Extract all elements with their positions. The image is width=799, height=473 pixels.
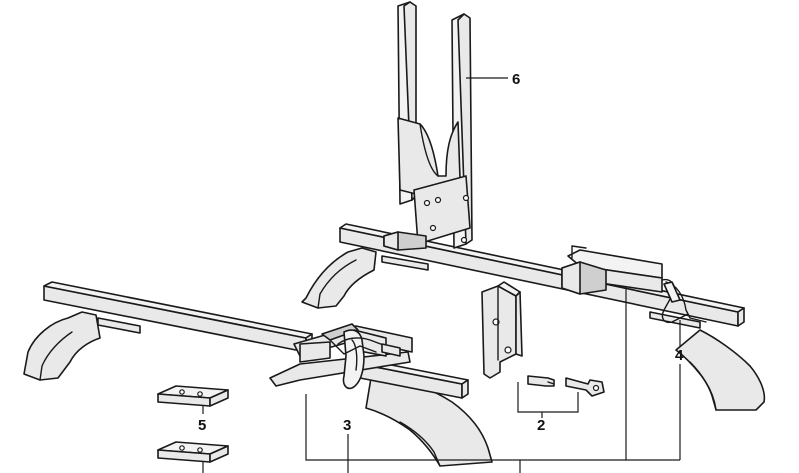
rubber-pad-lower [157,441,229,463]
callout-4: 4 [675,347,684,364]
lock-unit [561,245,707,324]
callout-2: 2 [537,417,545,434]
upright-fork [397,1,473,249]
mounting-bracket [481,281,523,379]
callout-3: 3 [343,417,351,434]
wheel-holder [269,323,413,390]
rubber-pad-upper [157,385,229,407]
key [565,377,605,397]
key-blank [527,375,555,387]
rear-bar-clamp [383,231,427,251]
front-roof-bar [23,281,493,467]
leader-lines [202,77,681,473]
callout-6: 6 [512,71,520,88]
callout-5: 5 [198,417,206,434]
